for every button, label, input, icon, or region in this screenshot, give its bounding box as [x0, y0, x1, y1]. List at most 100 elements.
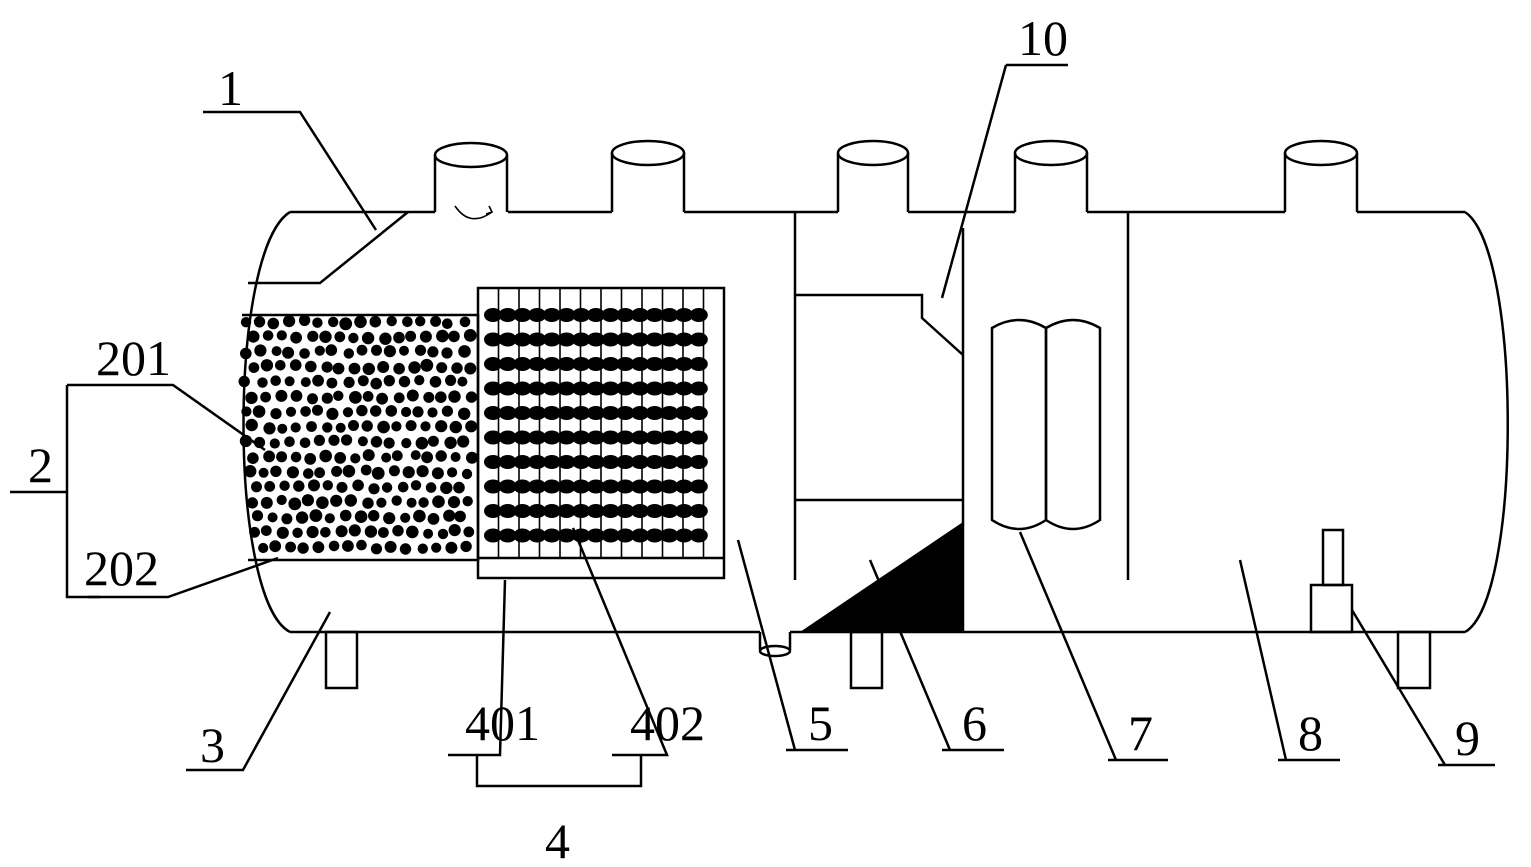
part-labels: 1 10 201 2 202 3 401 402 4 5 6 7 8 9 [28, 10, 1480, 867]
packing-ball [442, 318, 453, 330]
label-3: 3 [200, 717, 225, 773]
packing-ball [301, 494, 314, 507]
packing-ball [423, 528, 434, 539]
packing-ball [260, 525, 272, 536]
packing-ball [386, 315, 397, 327]
packing-ball [354, 510, 368, 523]
packing-ball [276, 494, 287, 506]
drain-outlet [758, 632, 792, 658]
packing-ball [289, 359, 302, 371]
packing-ball [459, 316, 471, 328]
label-10: 10 [1018, 10, 1068, 66]
packing-ball [463, 526, 475, 538]
packing-ball [322, 480, 333, 491]
label-402: 402 [630, 695, 705, 751]
packing-ball [402, 466, 415, 479]
packing-ball [246, 497, 258, 509]
packing-ball [381, 452, 392, 463]
label-202: 202 [84, 540, 159, 596]
packing-ball [410, 480, 422, 491]
packing-ball [308, 479, 320, 492]
pipe-3 [836, 139, 910, 212]
packing-ball [344, 494, 357, 507]
media-row [484, 406, 708, 420]
packing-ball [445, 374, 457, 386]
packing-ball [431, 467, 444, 480]
packing-ball [336, 481, 348, 493]
packing-ball [342, 464, 356, 478]
packing-ball [270, 465, 282, 477]
pipe-1 [433, 141, 509, 220]
packing-ball [436, 329, 449, 343]
packing-ball [415, 436, 429, 450]
packing-ball [247, 452, 259, 465]
packing-ball [270, 375, 282, 387]
packing-ball [276, 526, 289, 539]
packing-zone [238, 313, 480, 562]
packing-ball [356, 344, 368, 356]
packing-ball [240, 317, 252, 328]
packing-ball [285, 406, 297, 417]
module-grid-lines [497, 288, 705, 558]
packing-ball [328, 540, 340, 552]
packing-ball [397, 481, 409, 493]
media-row [484, 381, 708, 396]
packing-ball [290, 422, 301, 433]
packing-ball [437, 528, 449, 540]
packing-ball [335, 525, 348, 538]
packing-ball [357, 375, 369, 387]
packing-ball [292, 527, 303, 538]
packing-ball [341, 434, 353, 446]
packing-ball [271, 346, 282, 357]
packing-ball [451, 362, 463, 374]
packing-ball [425, 482, 437, 493]
packing-ball [393, 331, 405, 344]
packing-ball [392, 525, 404, 537]
packing-ball [388, 465, 400, 477]
packing-ball [445, 541, 458, 554]
packing-ball [254, 344, 267, 357]
packing-ball [332, 362, 345, 375]
packing-ball [444, 436, 457, 449]
packing-ball [427, 407, 438, 418]
packing-ball [313, 434, 325, 446]
packing-ball [300, 377, 311, 388]
packing-ball [299, 348, 310, 359]
packing-ball [376, 392, 388, 405]
media-row [484, 430, 708, 445]
leader-lines [10, 63, 1495, 788]
packing-ball [418, 497, 429, 508]
packing-ball [267, 512, 278, 523]
packing-ball [457, 376, 468, 387]
packing-ball [432, 495, 445, 509]
packing-ball [300, 406, 311, 417]
packing-ball [263, 422, 276, 435]
packing-ball [245, 391, 258, 405]
packing-ball [357, 436, 368, 447]
packing-ball [281, 513, 293, 525]
packing-ball [283, 315, 296, 328]
packing-ball [430, 315, 442, 327]
packing-ball [385, 405, 398, 417]
packing-ball [350, 453, 361, 464]
packing-ball [361, 420, 373, 432]
packing-ball [383, 345, 396, 358]
media-row [484, 332, 708, 347]
packing-ball [342, 540, 354, 552]
filter-module [476, 286, 726, 580]
packing-ball [260, 391, 271, 403]
packing-ball [406, 389, 419, 402]
packing-ball [377, 361, 390, 373]
packing-ball [331, 465, 343, 477]
packing-ball [448, 330, 460, 343]
packing-ball [356, 539, 367, 551]
packing-ball [402, 316, 413, 328]
packing-ball [314, 345, 325, 356]
packing-ball [457, 435, 470, 448]
packing-ball [391, 450, 403, 462]
packing-ball [414, 375, 425, 386]
packing-ball [290, 451, 302, 463]
label-401: 401 [465, 695, 540, 751]
label-7: 7 [1128, 705, 1153, 761]
packing-ball [414, 344, 427, 356]
